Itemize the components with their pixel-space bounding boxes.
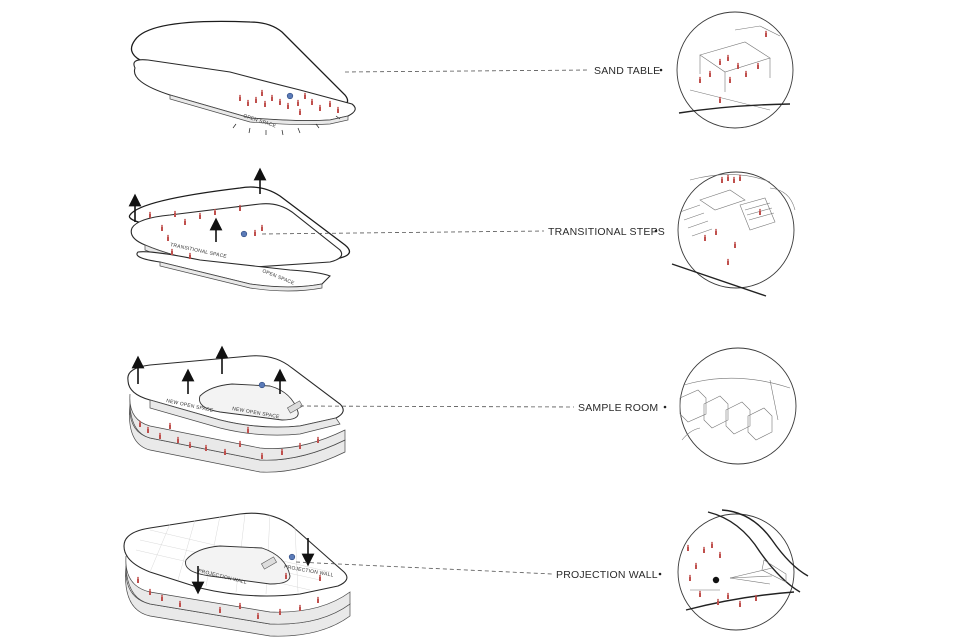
leader-line (299, 405, 575, 408)
leader-line (344, 69, 591, 73)
bullet-icon (663, 405, 667, 409)
axonometric-model-2: TRANSITIONAL SPACE OPEN SPACE (128, 167, 351, 292)
marker-icon (258, 381, 266, 389)
edge-arrows (232, 115, 341, 136)
stack-edge-2 (125, 555, 351, 625)
recessed-opening (198, 383, 299, 421)
row-sand-table: OPEN SPACE SAND TABLE (130, 11, 794, 136)
lower-slab-edge (169, 94, 349, 126)
leader-line (261, 230, 545, 235)
detail-vignette (679, 347, 797, 465)
row-transitional-steps: TRANSITIONAL SPACE OPEN SPACE TRANSITION… (128, 167, 796, 297)
lower-slab-edge (159, 261, 323, 292)
row-label: TRANSITIONAL STEPS (548, 226, 665, 238)
marker-icon (240, 230, 248, 238)
bullet-icon (654, 229, 658, 233)
row-projection-wall: PROJECTION WALL PROJECTION WALL PROJECTI… (123, 509, 809, 637)
projector-icon (712, 576, 720, 584)
detail-vignette (671, 171, 796, 297)
bullet-icon (659, 68, 663, 72)
row-label: SAMPLE ROOM (578, 402, 658, 414)
row-label: PROJECTION WALL (556, 569, 658, 581)
bullet-icon (658, 572, 662, 576)
row-label: SAND TABLE (594, 65, 660, 77)
row-sample-room: NEW OPEN SPACE NEW OPEN SPACE SAMPLE ROO… (127, 345, 797, 473)
axonometric-model-3: NEW OPEN SPACE NEW OPEN SPACE (127, 345, 346, 473)
lower-slab-top (133, 59, 356, 122)
axonometric-model-4: PROJECTION WALL PROJECTION WALL (123, 512, 351, 637)
detail-vignette (677, 509, 809, 631)
marker-icon (286, 92, 294, 100)
leader-line (295, 561, 553, 575)
room-box (287, 400, 303, 414)
projection-box (261, 556, 277, 570)
axonometric-model-1: OPEN SPACE (130, 20, 356, 136)
marker-icon (288, 553, 296, 561)
stack-edge-2 (129, 393, 346, 461)
detail-vignette (676, 11, 794, 129)
top-slab-edge (149, 399, 341, 436)
